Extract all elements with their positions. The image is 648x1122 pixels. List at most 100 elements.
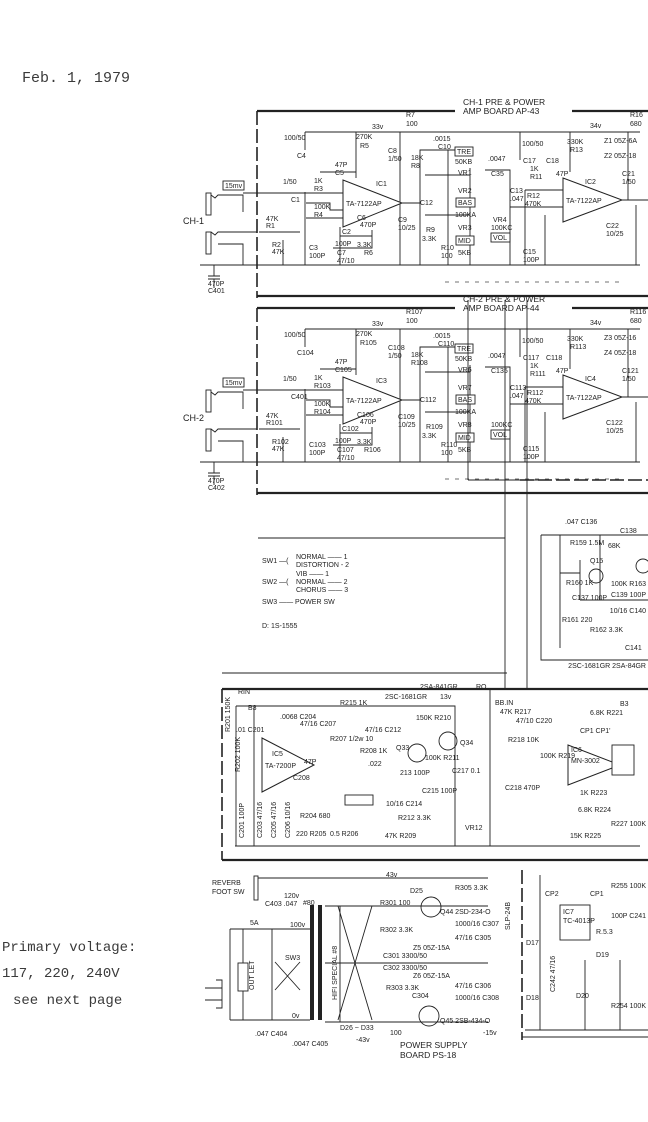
svg-text:10/25: 10/25 bbox=[606, 428, 624, 435]
svg-text:47K: 47K bbox=[272, 446, 285, 453]
svg-text:Q34: Q34 bbox=[460, 740, 473, 747]
svg-text:VR3: VR3 bbox=[458, 225, 472, 232]
opamp-ic-a bbox=[342, 376, 404, 425]
svg-text:C3: C3 bbox=[309, 245, 318, 252]
svg-text:VR8: VR8 bbox=[458, 422, 472, 429]
svg-text:47K: 47K bbox=[266, 413, 279, 420]
svg-text:VR4: VR4 bbox=[493, 217, 507, 224]
svg-text:470K: 470K bbox=[525, 398, 542, 405]
svg-text:CHORUS —— 3: CHORUS —— 3 bbox=[296, 587, 348, 594]
svg-text:TC-4013P: TC-4013P bbox=[563, 918, 595, 925]
svg-text:1K: 1K bbox=[314, 178, 323, 185]
svg-text:TA-7200P: TA-7200P bbox=[265, 763, 296, 770]
svg-text:C206 10/16: C206 10/16 bbox=[285, 802, 292, 838]
svg-text:680: 680 bbox=[630, 121, 642, 128]
svg-text:18K: 18K bbox=[411, 352, 424, 359]
svg-text:C2: C2 bbox=[342, 229, 351, 236]
svg-text:R212 3.3K: R212 3.3K bbox=[398, 815, 431, 822]
svg-text:10/16 C140: 10/16 C140 bbox=[610, 608, 646, 615]
svg-text:VIB —— 1: VIB —— 1 bbox=[296, 571, 329, 578]
transistor-q45-icon bbox=[418, 1005, 440, 1027]
svg-text:47P: 47P bbox=[304, 759, 317, 766]
svg-text:Z4 05Z-18: Z4 05Z-18 bbox=[604, 350, 636, 357]
svg-text:C18: C18 bbox=[546, 158, 559, 165]
svg-text:VR2: VR2 bbox=[458, 188, 472, 195]
reverb-board: RIN B3 R201 150K .01 C201 R202 100K C201… bbox=[221, 684, 648, 862]
svg-text:C105: C105 bbox=[335, 367, 352, 374]
svg-text:18K: 18K bbox=[411, 155, 424, 162]
reverb-spring-unit bbox=[344, 794, 374, 806]
svg-text:C102: C102 bbox=[342, 426, 359, 433]
svg-text:TRE: TRE bbox=[457, 149, 471, 156]
svg-text:47P: 47P bbox=[556, 368, 569, 375]
bass-knob-label-box bbox=[455, 197, 476, 208]
svg-text:47K R217: 47K R217 bbox=[500, 709, 531, 716]
power-supply-board: REVERB FOOT SW OUT LET 5A C403 .047 120v… bbox=[205, 870, 648, 1060]
svg-text:R227 100K: R227 100K bbox=[611, 821, 646, 828]
svg-text:C115: C115 bbox=[523, 446, 539, 453]
svg-text:IC5: IC5 bbox=[272, 751, 283, 758]
svg-text:R111: R111 bbox=[530, 371, 546, 378]
svg-text:C118: C118 bbox=[546, 355, 562, 362]
svg-text:270K: 270K bbox=[356, 134, 373, 141]
transistor-q15-icon bbox=[588, 568, 604, 584]
svg-text:C10: C10 bbox=[438, 144, 451, 151]
svg-text:R102: R102 bbox=[272, 439, 289, 446]
svg-text:Q44 2SD-234-O: Q44 2SD-234-O bbox=[440, 909, 491, 916]
primary-voltage-label: Primary voltage: bbox=[2, 940, 137, 956]
svg-text:SW1 —(: SW1 —( bbox=[262, 558, 289, 565]
svg-text:MID: MID bbox=[458, 238, 471, 245]
svg-text:100K R219: 100K R219 bbox=[540, 753, 575, 760]
svg-text:10/25: 10/25 bbox=[606, 231, 624, 238]
opamp-ic-b bbox=[562, 177, 624, 223]
svg-text:34v: 34v bbox=[590, 320, 602, 327]
svg-text:C141: C141 bbox=[625, 645, 642, 652]
svg-text:47/10 C220: 47/10 C220 bbox=[516, 718, 552, 725]
capacitor-icon bbox=[208, 462, 220, 485]
svg-text:100KA: 100KA bbox=[455, 212, 476, 219]
input-jack-icon bbox=[205, 231, 212, 255]
svg-text:0.5 R206: 0.5 R206 bbox=[330, 831, 359, 838]
svg-text:100/50: 100/50 bbox=[522, 338, 544, 345]
svg-text:47K: 47K bbox=[266, 216, 279, 223]
svg-text:R303 3.3K: R303 3.3K bbox=[386, 985, 419, 992]
transformer-core bbox=[310, 905, 314, 1020]
volume-knob-label-box bbox=[490, 429, 511, 440]
svg-text:C401: C401 bbox=[208, 288, 225, 295]
svg-text:R204 680: R204 680 bbox=[300, 813, 330, 820]
svg-text:C137 100P: C137 100P bbox=[572, 595, 607, 602]
svg-text:CP1 CP1': CP1 CP1' bbox=[580, 728, 611, 735]
svg-text:IC4: IC4 bbox=[585, 376, 596, 383]
svg-text:2SC-1681GR: 2SC-1681GR bbox=[385, 694, 427, 701]
svg-text:SLP-24B: SLP-24B bbox=[505, 902, 512, 930]
svg-text:33v: 33v bbox=[372, 321, 384, 328]
mid-knob-label-box bbox=[455, 235, 475, 246]
svg-text:.047 C404: .047 C404 bbox=[255, 1031, 287, 1038]
svg-text:100K R211: 100K R211 bbox=[425, 755, 460, 762]
svg-text:SW3: SW3 bbox=[285, 955, 300, 962]
svg-text:C5: C5 bbox=[335, 170, 344, 177]
svg-text:100P C241: 100P C241 bbox=[611, 913, 646, 920]
svg-text:Q15: Q15 bbox=[590, 558, 603, 565]
opamp-ic-a bbox=[342, 179, 404, 228]
svg-text:1/50: 1/50 bbox=[622, 376, 636, 383]
svg-text:R10: R10 bbox=[441, 245, 454, 252]
svg-text:100/50: 100/50 bbox=[284, 135, 306, 142]
see-next-page-note: see next page bbox=[13, 993, 123, 1009]
svg-text:C104: C104 bbox=[297, 350, 314, 357]
svg-text:470P: 470P bbox=[208, 281, 225, 288]
svg-text:C201 100P: C201 100P bbox=[239, 803, 246, 838]
svg-text:R255 100K: R255 100K bbox=[611, 883, 646, 890]
svg-text:NORMAL —— 2: NORMAL —— 2 bbox=[296, 579, 348, 586]
svg-text:100/50: 100/50 bbox=[522, 141, 544, 148]
svg-text:TA-7122AP: TA-7122AP bbox=[566, 198, 602, 205]
svg-text:Q45 2SB-434-O: Q45 2SB-434-O bbox=[440, 1018, 491, 1025]
svg-text:1/50: 1/50 bbox=[388, 156, 402, 163]
svg-text:330K: 330K bbox=[567, 336, 584, 343]
svg-text:1/50: 1/50 bbox=[622, 179, 636, 186]
svg-text:47P: 47P bbox=[335, 162, 348, 169]
svg-text:R301 100: R301 100 bbox=[380, 900, 410, 907]
svg-text:C139 100P: C139 100P bbox=[611, 592, 646, 599]
svg-text:6.8K R221: 6.8K R221 bbox=[590, 710, 623, 717]
